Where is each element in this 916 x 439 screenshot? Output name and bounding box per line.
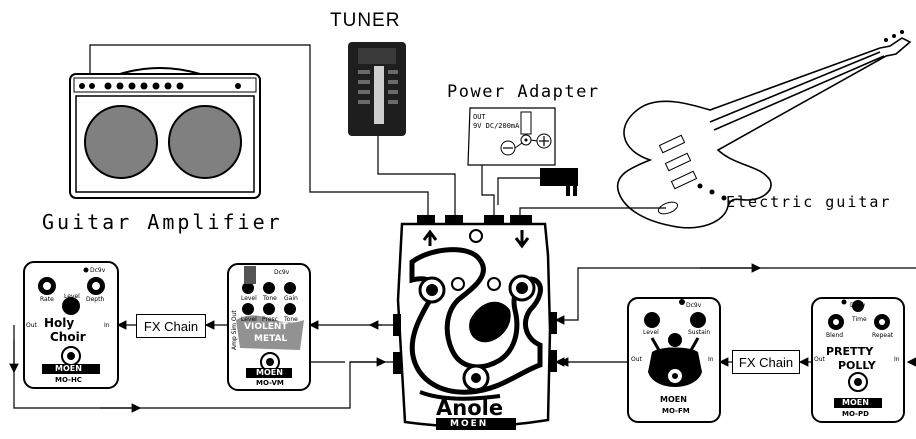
violent-metal-knob-6: Tone (284, 316, 298, 323)
pretty-polly-name-1: PRETTY (826, 345, 874, 358)
holy-choir-knob-rate: Rate (40, 296, 54, 303)
violent-metal-knob-5: Presc (262, 316, 278, 323)
guitar-amplifier-label: Guitar Amplifier (42, 210, 283, 234)
holy-choir-jack-out: Out (26, 322, 37, 329)
holy-choir-jack-in: In (104, 322, 110, 329)
cable-amp-to-pedal (89, 44, 429, 222)
pedal-violent-metal-icon (227, 263, 311, 391)
main-pedal-name: Anole (436, 396, 504, 420)
fm-brand: MOEN (660, 395, 687, 404)
pretty-polly-knob-repeat: Repeat (872, 332, 894, 339)
fm-jack-out: Out (631, 356, 642, 363)
pretty-polly-name-2: POLLY (838, 359, 876, 372)
holy-choir-name-2: Choir (50, 330, 86, 344)
violent-metal-name-1: VIOLENT (244, 322, 288, 332)
electric-guitar-icon (616, 30, 912, 229)
pretty-polly-model: MO-PD (842, 410, 869, 418)
fm-knob-level: Level (643, 329, 659, 336)
adapter-spec-out: OUT (473, 113, 486, 121)
violent-metal-name-2: METAL (254, 334, 288, 344)
holy-choir-power: Dc9v (90, 267, 106, 274)
guitar-amplifier-icon (69, 67, 261, 199)
fx-chain-label-left: FX Chain (143, 318, 199, 334)
fx-chain-label-right: FX Chain (738, 354, 794, 370)
holy-choir-brand: MOEN (55, 364, 82, 373)
violent-metal-side-text: Amp Sim Out (231, 310, 238, 350)
main-pedal-anole-icon (393, 215, 557, 430)
pedal-holy-choir-icon (23, 261, 119, 389)
pedal-pretty-polly-icon (811, 297, 905, 423)
holy-choir-knob-level: Level (64, 293, 80, 300)
holy-choir-name-1: Holy (44, 316, 75, 330)
main-pedal-brand: MOEN (450, 419, 489, 429)
pretty-polly-jack-in: In (894, 356, 900, 363)
pedal-fm-icon (627, 297, 721, 423)
tuner-icon (348, 42, 406, 136)
fx-chain-box-left: FX Chain (136, 314, 206, 338)
pretty-polly-jack-out: Out (814, 356, 825, 363)
cable-wallwart (497, 177, 543, 205)
violent-metal-knob-3: Gain (284, 295, 298, 302)
violent-metal-knob-2: Tone (263, 295, 277, 302)
cables (9, 44, 916, 413)
violent-metal-model: MO-VM (256, 379, 284, 387)
adapter-spec-voltage: 9V DC/200mA (473, 122, 520, 130)
cable-adapter-to-pedal (481, 165, 495, 222)
fx-chain-box-right: FX Chain (732, 350, 800, 374)
pretty-polly-knob-time: Time (852, 316, 867, 323)
fm-power: Dc9v (686, 302, 702, 309)
power-adapter-icon (467, 107, 578, 196)
main-pedal-switch-label: A+B (466, 387, 482, 395)
cable-tuner-to-pedal (377, 136, 456, 222)
fm-model: MO-FM (662, 407, 690, 415)
pretty-polly-knob-blend: Blend (826, 332, 844, 339)
violent-metal-brand: MOEN (256, 368, 283, 377)
violent-metal-knob-1: Level (241, 295, 257, 302)
pretty-polly-power: Dc9v (850, 302, 866, 309)
fm-jack-in: In (708, 356, 714, 363)
cable-guitar-to-pedal (519, 207, 666, 222)
electric-guitar-label: Electric guitar (726, 193, 892, 211)
holy-choir-knob-depth: Depth (86, 296, 105, 303)
holy-choir-model: MO-HC (55, 376, 82, 384)
tuner-label: TUNER (330, 10, 401, 31)
violent-metal-knob-4: Level (241, 316, 257, 323)
power-adapter-label: Power Adapter (447, 82, 600, 102)
fm-knob-tone: Tone (668, 347, 682, 354)
pretty-polly-brand: MOEN (842, 398, 869, 407)
violent-metal-power: Dc9v (274, 269, 290, 276)
fm-knob-sustain: Sustain (688, 329, 711, 336)
